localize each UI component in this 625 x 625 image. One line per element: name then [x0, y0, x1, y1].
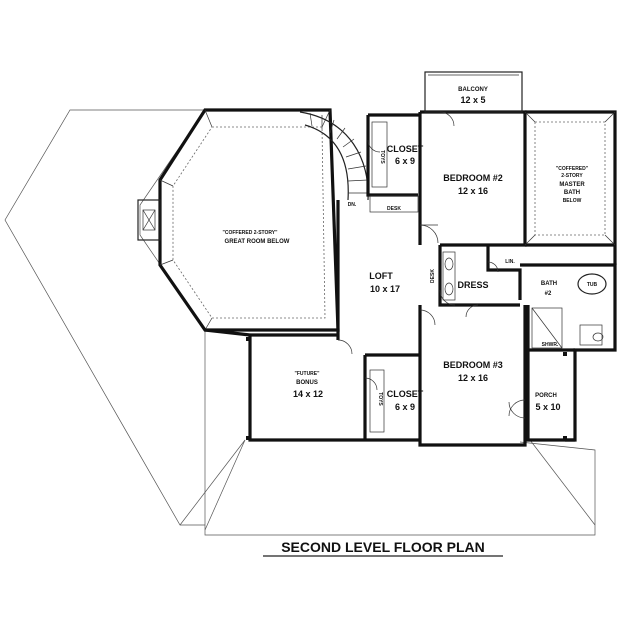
master-coffer — [524, 111, 616, 246]
dn-label: DN. — [348, 202, 357, 208]
desk-side-label: DESK — [430, 269, 436, 283]
dress-fixtures — [442, 251, 456, 301]
closet-top-name: CLOSET — [387, 144, 424, 154]
balcony-size: 12 x 5 — [460, 95, 485, 105]
balcony-name: BALCONY — [458, 87, 488, 93]
master-line2: 2-STORY — [561, 173, 583, 179]
closet-bottom-size: 6 x 9 — [395, 402, 415, 412]
roof-outline — [4, 109, 596, 536]
master-line3: MASTER — [559, 182, 585, 188]
loft-size: 10 x 17 — [370, 284, 400, 294]
balcony — [424, 71, 523, 113]
bedroom3-size: 12 x 16 — [458, 373, 488, 383]
porch-posts — [246, 337, 567, 440]
dress-name: DRESS — [457, 280, 488, 290]
fireplace — [137, 199, 161, 241]
bath2-fixtures — [531, 273, 607, 349]
tub-label: TUB — [587, 282, 598, 288]
master-line5: BELOW — [563, 198, 582, 204]
bonus-size: 14 x 12 — [293, 389, 323, 399]
porch-name: PORCH — [535, 393, 557, 399]
bedroom3-name: BEDROOM #3 — [443, 360, 503, 370]
closet-bottom-name: CLOSET — [387, 389, 424, 399]
closet-top-size: 6 x 9 — [395, 156, 415, 166]
lin-name: LIN. — [505, 259, 515, 265]
master-line1: "COFFERED" — [556, 166, 589, 172]
great-room-line1: "COFFERED 2-STORY" — [222, 230, 278, 236]
closet-bottom-shelving — [369, 369, 385, 433]
toys-bottom-label: TOYS — [377, 392, 383, 406]
porch-size: 5 x 10 — [535, 402, 560, 412]
shwr-label: SHWR. — [542, 342, 559, 348]
bonus-line1: "FUTURE" — [294, 371, 320, 377]
bonus-name: BONUS — [296, 380, 318, 386]
toys-top-label: TOYS — [379, 150, 385, 164]
doors — [337, 111, 526, 419]
great-room-line2: GREAT ROOM BELOW — [225, 239, 290, 245]
bedroom2-name: BEDROOM #2 — [443, 173, 503, 183]
master-line4: BATH — [564, 190, 580, 196]
plan-title: SECOND LEVEL FLOOR PLAN — [281, 539, 485, 555]
closet-top-shelving — [369, 121, 419, 213]
bath2-num: #2 — [545, 291, 552, 297]
desk-top-label: DESK — [387, 206, 401, 212]
loft-name: LOFT — [369, 271, 393, 281]
bedroom2-size: 12 x 16 — [458, 186, 488, 196]
bath2-name: BATH — [541, 281, 557, 287]
great-room-octagon — [158, 108, 340, 332]
